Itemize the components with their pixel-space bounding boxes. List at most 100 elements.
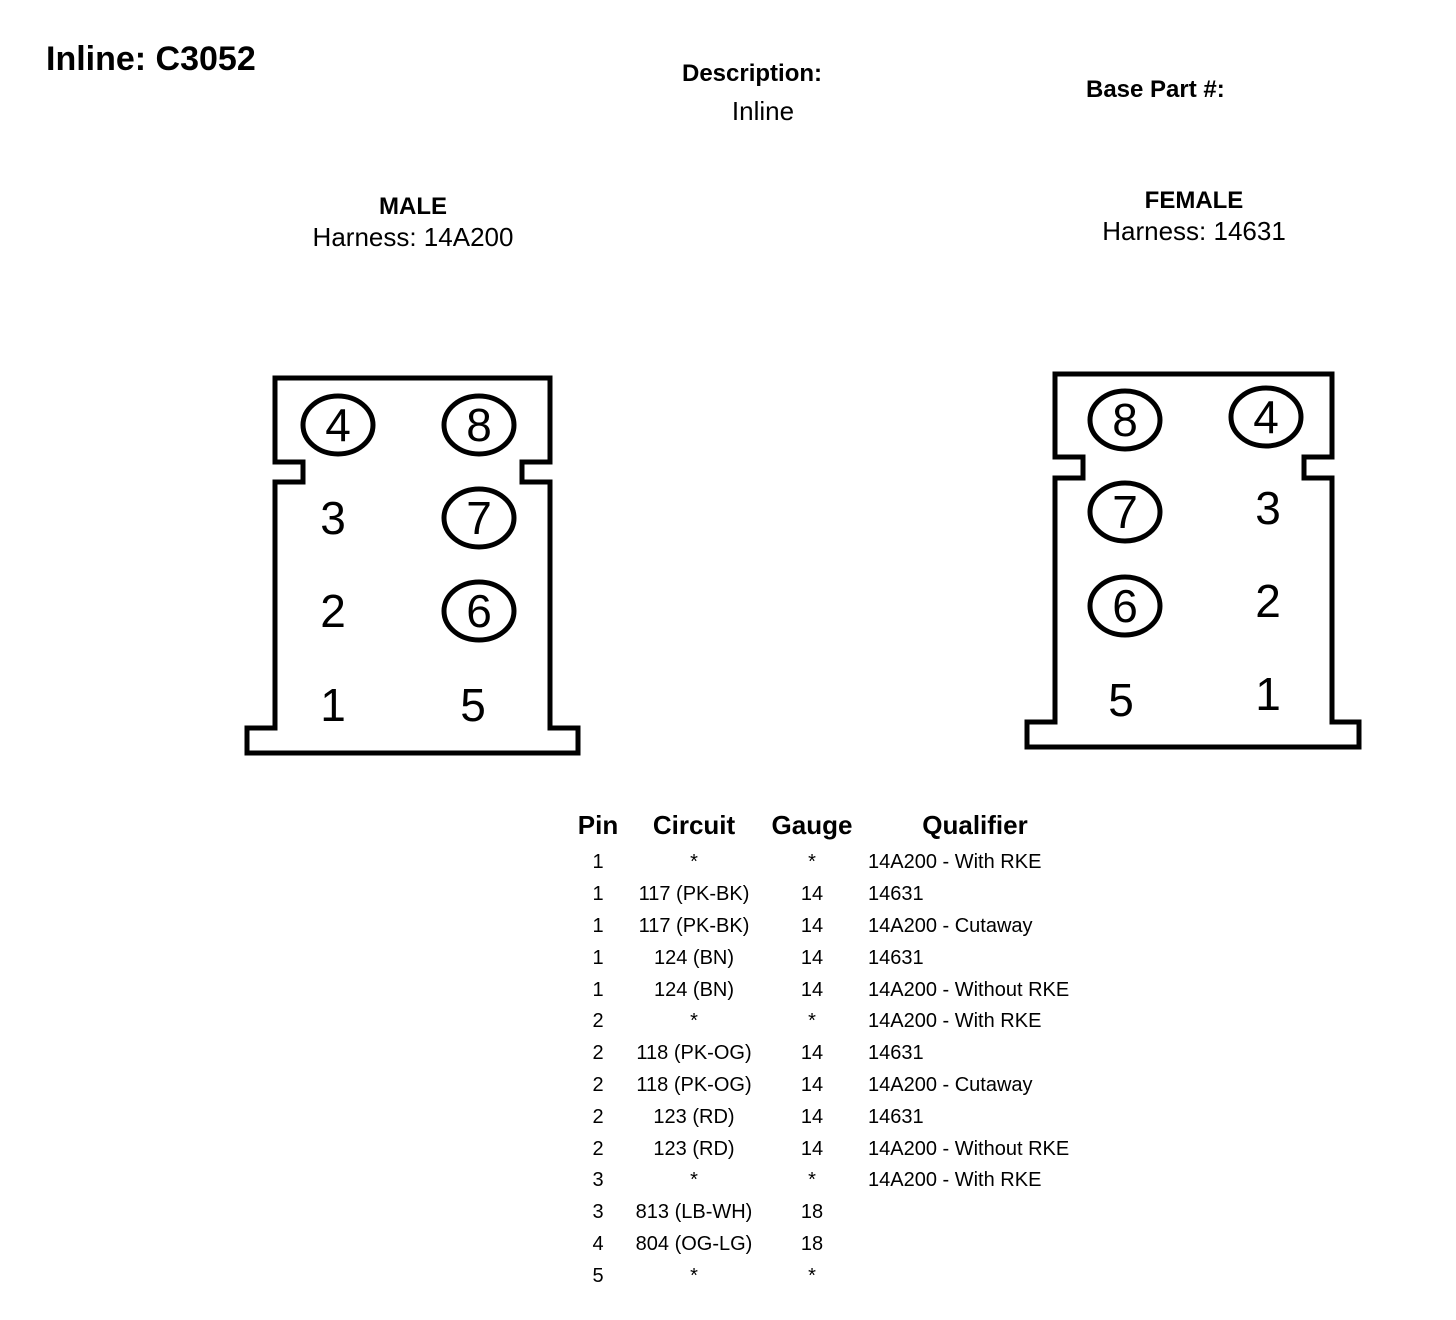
cell-circuit: *: [690, 851, 698, 874]
table-row: 2**14A200 - With RKE: [570, 1006, 1088, 1038]
cell-circuit: 804 (OG-LG): [635, 1232, 753, 1255]
description-label: Description:: [682, 60, 823, 87]
female-pin-circle: [1087, 574, 1163, 638]
male-pin-circle: [300, 393, 376, 457]
cell-circuit: 118 (PK-OG): [636, 1073, 752, 1096]
table-row: 4 804 (OG-LG) 18: [570, 1229, 1088, 1261]
cell-qualifier: 14A200 - Cutaway: [868, 914, 1033, 937]
female-pin-circle: [1087, 388, 1163, 452]
cell-qualifier: 14A200 - Cutaway: [868, 1073, 1033, 1096]
cell-gauge: 18: [800, 1232, 824, 1255]
cell-qualifier: 14631: [868, 1042, 924, 1065]
male-pin-circle: [441, 579, 517, 643]
cell-circuit: *: [690, 1010, 698, 1033]
cell-qualifier: 14631: [868, 883, 924, 906]
cell-pin: 1: [592, 946, 604, 969]
pin-table: Pin Circuit Gauge Qualifier 1 * * 14A200 - …: [570, 810, 1088, 1292]
male-pin-circle: [441, 486, 517, 550]
female-pin-circle: [1087, 480, 1163, 544]
male-title: MALE: [379, 193, 447, 220]
cell-gauge: 14: [800, 978, 824, 1001]
cell-circuit: 117 (PK-BK): [638, 883, 750, 906]
cell-pin: 2: [592, 1042, 604, 1065]
male-pin-label: 8: [466, 399, 492, 451]
table-row: 1**14A200 - With RKE: [570, 847, 1088, 879]
cell-circuit: 813 (LB-WH): [635, 1201, 753, 1224]
header-gauge: Gauge: [771, 810, 853, 840]
male-pin-label: 5: [460, 679, 486, 731]
cell-gauge: *: [808, 851, 816, 874]
cell-pin: 1: [592, 883, 604, 906]
cell-gauge: 14: [800, 1105, 824, 1128]
header-pin: Pin: [577, 810, 619, 840]
table-row: 1 124 (BN) 14 14A200 - Without RKE: [570, 974, 1088, 1006]
cell-qualifier: 14A200 - Without RKE: [868, 978, 1070, 1001]
female-harness: Harness: 14631: [1102, 216, 1286, 246]
female-pin-label: 1: [1255, 668, 1281, 720]
cell-gauge: *: [808, 1169, 816, 1192]
cell-gauge: *: [808, 1264, 816, 1287]
header-qualifier: Qualifier: [922, 810, 1028, 840]
table-row: 2 123 (RD) 14 14A200 - Without RKE: [570, 1133, 1088, 1165]
table-row: 5 * *: [570, 1260, 1088, 1292]
cell-circuit: 124 (BN): [653, 978, 735, 1001]
female-title: FEMALE: [1144, 187, 1244, 214]
cell-pin: 4: [592, 1232, 604, 1255]
cell-pin: 1: [592, 978, 604, 1001]
cell-qualifier: 14631: [868, 1105, 924, 1128]
cell-qualifier: 14A200 - With RKE: [868, 1010, 1042, 1033]
cell-circuit: 123 (RD): [653, 1105, 735, 1128]
cell-qualifier: [862, 1197, 1088, 1229]
cell-gauge: 14: [800, 1073, 824, 1096]
cell-qualifier: 14A200 - With RKE: [868, 1169, 1042, 1192]
cell-circuit: 117 (PK-BK): [638, 914, 750, 937]
female-pin-label: 8: [1112, 394, 1138, 446]
male-pin-label: 2: [320, 585, 346, 637]
cell-pin: 2: [592, 1105, 604, 1128]
cell-gauge: 18: [800, 1201, 824, 1224]
table-row: 2 123 (RD) 14 14631: [570, 1101, 1088, 1133]
page-title: Inline: C3052: [46, 40, 256, 78]
female-pin-label: 5: [1108, 674, 1134, 726]
cell-gauge: 14: [800, 1042, 824, 1065]
male-pin-label: 6: [466, 585, 492, 637]
cell-qualifier: 14631: [868, 946, 924, 969]
female-pin-label: 7: [1112, 486, 1138, 538]
cell-gauge: 14: [800, 914, 824, 937]
cell-qualifier: [862, 1229, 1088, 1261]
cell-qualifier: 14A200 - Without RKE: [868, 1137, 1070, 1160]
cell-pin: 2: [592, 1137, 604, 1160]
female-connector-outline: [1024, 371, 1362, 750]
male-connector-outline: [244, 375, 581, 756]
cell-gauge: 14: [800, 1137, 824, 1160]
female-pin-label: 6: [1112, 580, 1138, 632]
female-pin-circle: [1228, 385, 1304, 449]
base-part-label: Base Part #:: [1086, 76, 1225, 103]
male-harness: Harness: 14A200: [312, 222, 514, 252]
pin-table-header: Pin Circuit Gauge Qualifier: [570, 810, 1088, 847]
cell-pin: 2: [592, 1073, 604, 1096]
description-value: Inline: [731, 96, 795, 126]
cell-circuit: 123 (RD): [653, 1137, 735, 1160]
cell-pin: 5: [592, 1264, 604, 1287]
male-pin-label: 3: [320, 492, 346, 544]
female-pin-label: 3: [1255, 482, 1281, 534]
cell-circuit: *: [690, 1169, 698, 1192]
cell-pin: 3: [592, 1169, 604, 1192]
cell-pin: 1: [592, 851, 604, 874]
table-row: 3 * * 14A200 - With RKE: [570, 1165, 1088, 1197]
table-row: 2 118 (PK-OG) 14 14A200 - Cutaway: [570, 1070, 1088, 1102]
cell-gauge: *: [808, 1010, 816, 1033]
header-circuit: Circuit: [652, 810, 736, 840]
cell-circuit: *: [690, 1264, 698, 1287]
cell-circuit: 124 (BN): [653, 946, 735, 969]
table-row: 2 118 (PK-OG) 14 14631: [570, 1038, 1088, 1070]
male-pin-circle: [441, 393, 517, 457]
cell-circuit: 118 (PK-OG): [636, 1042, 752, 1065]
